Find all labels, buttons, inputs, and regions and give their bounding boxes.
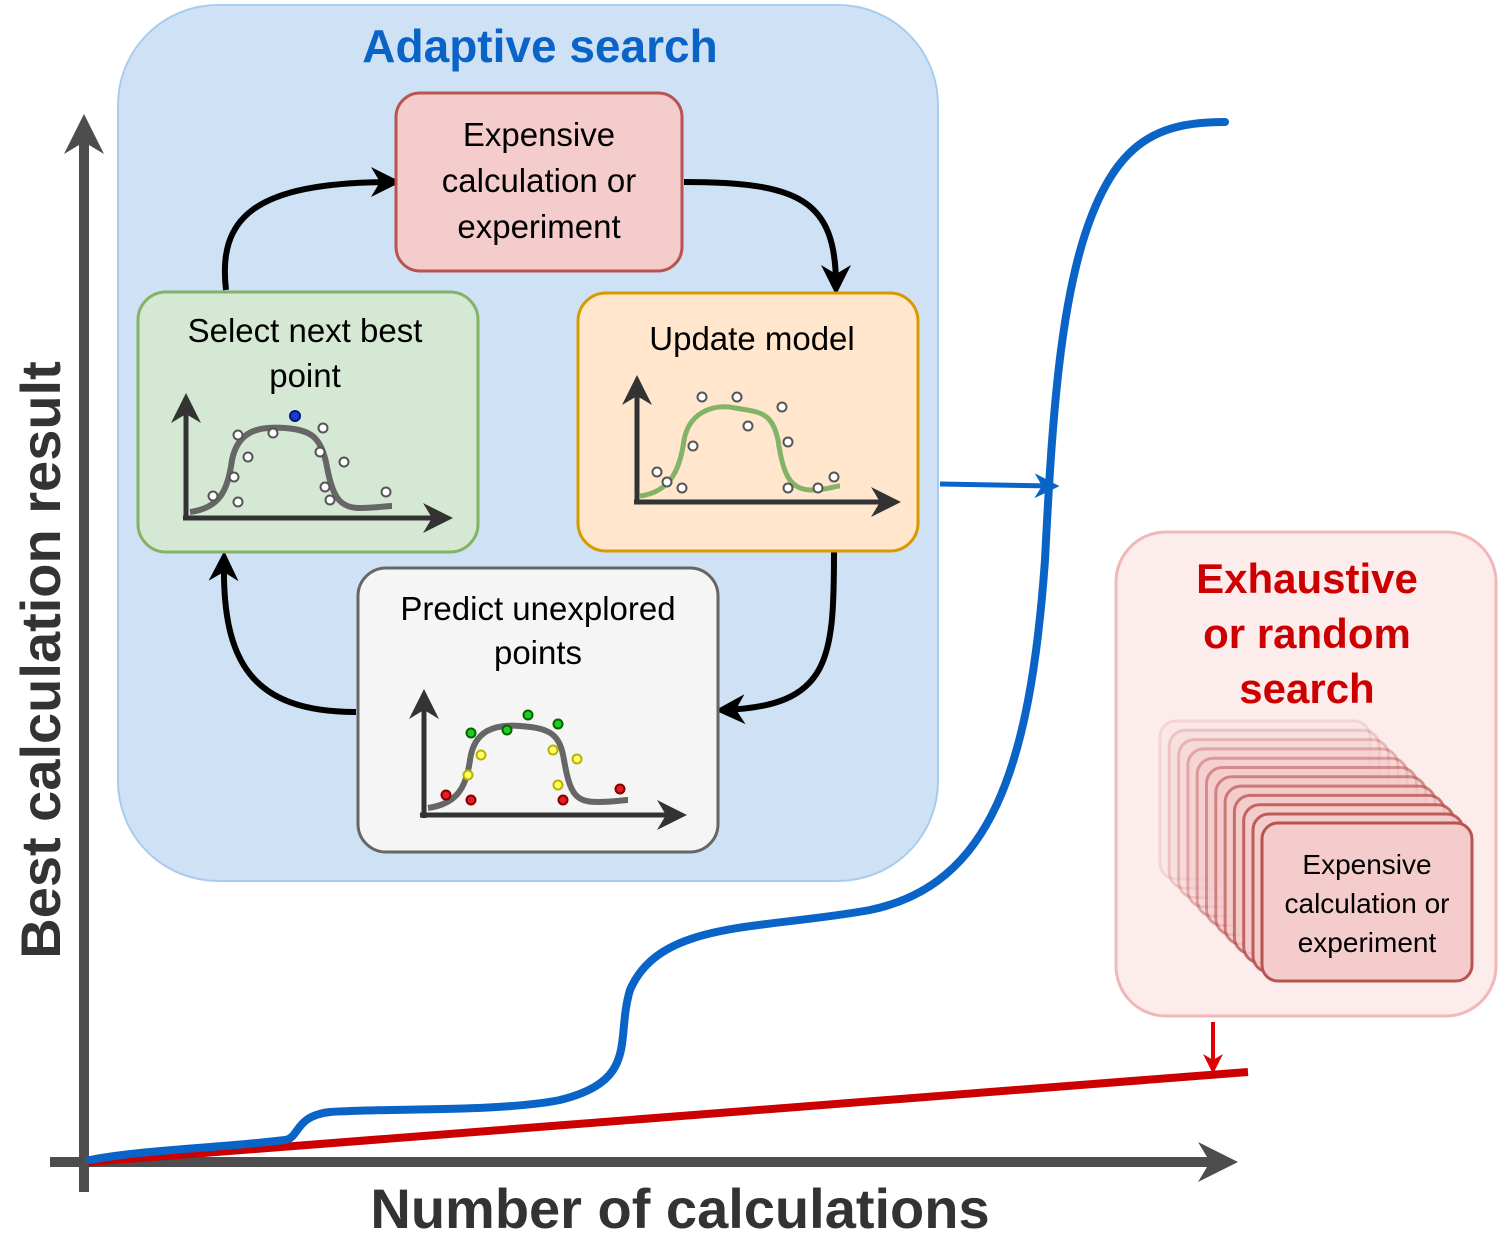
adaptive-search-curve — [86, 118, 1229, 1164]
svg-text:Update model: Update model — [649, 320, 854, 357]
arrow-predict-to-select — [208, 551, 357, 715]
svg-text:calculation or: calculation or — [442, 162, 636, 199]
exhaustive-title-line1: Exhaustive — [1196, 555, 1418, 602]
exhaustive-search-line — [87, 1068, 1249, 1166]
select-next-point-box: Select next best point — [136, 290, 480, 554]
svg-text:experiment: experiment — [1298, 927, 1437, 958]
svg-text:experiment: experiment — [457, 208, 620, 245]
adaptive-to-curve-arrow — [939, 473, 1060, 499]
x-axis-label: Number of calculations — [370, 1177, 989, 1240]
next-best-point-marker — [289, 410, 301, 422]
exhaustive-title-line2: or random — [1203, 610, 1411, 657]
svg-text:point: point — [269, 357, 341, 394]
y-axis-label: Best calculation result — [9, 361, 72, 959]
adaptive-search-title: Adaptive search — [362, 20, 717, 72]
adaptive-search-panel — [117, 4, 939, 882]
arrow-expensive-to-update — [683, 179, 851, 295]
svg-text:points: points — [494, 634, 582, 671]
predict-points-box: Predict unexplored points — [356, 566, 720, 854]
svg-text:Select next best: Select next best — [188, 312, 423, 349]
svg-text:calculation or: calculation or — [1285, 888, 1450, 919]
exhaustive-title-line3: search — [1239, 665, 1374, 712]
svg-text:Expensive: Expensive — [463, 116, 615, 153]
svg-text:Predict unexplored: Predict unexplored — [400, 590, 675, 627]
expensive-calculation-box: Expensive calculation or experiment — [394, 91, 684, 273]
exhaustive-card: Expensive calculation or experiment — [1260, 821, 1474, 983]
arrow-select-to-expensive — [221, 167, 401, 291]
arrow-update-to-predict — [715, 551, 837, 725]
svg-text:Expensive: Expensive — [1302, 849, 1431, 880]
update-model-box: Update model — [576, 291, 920, 553]
